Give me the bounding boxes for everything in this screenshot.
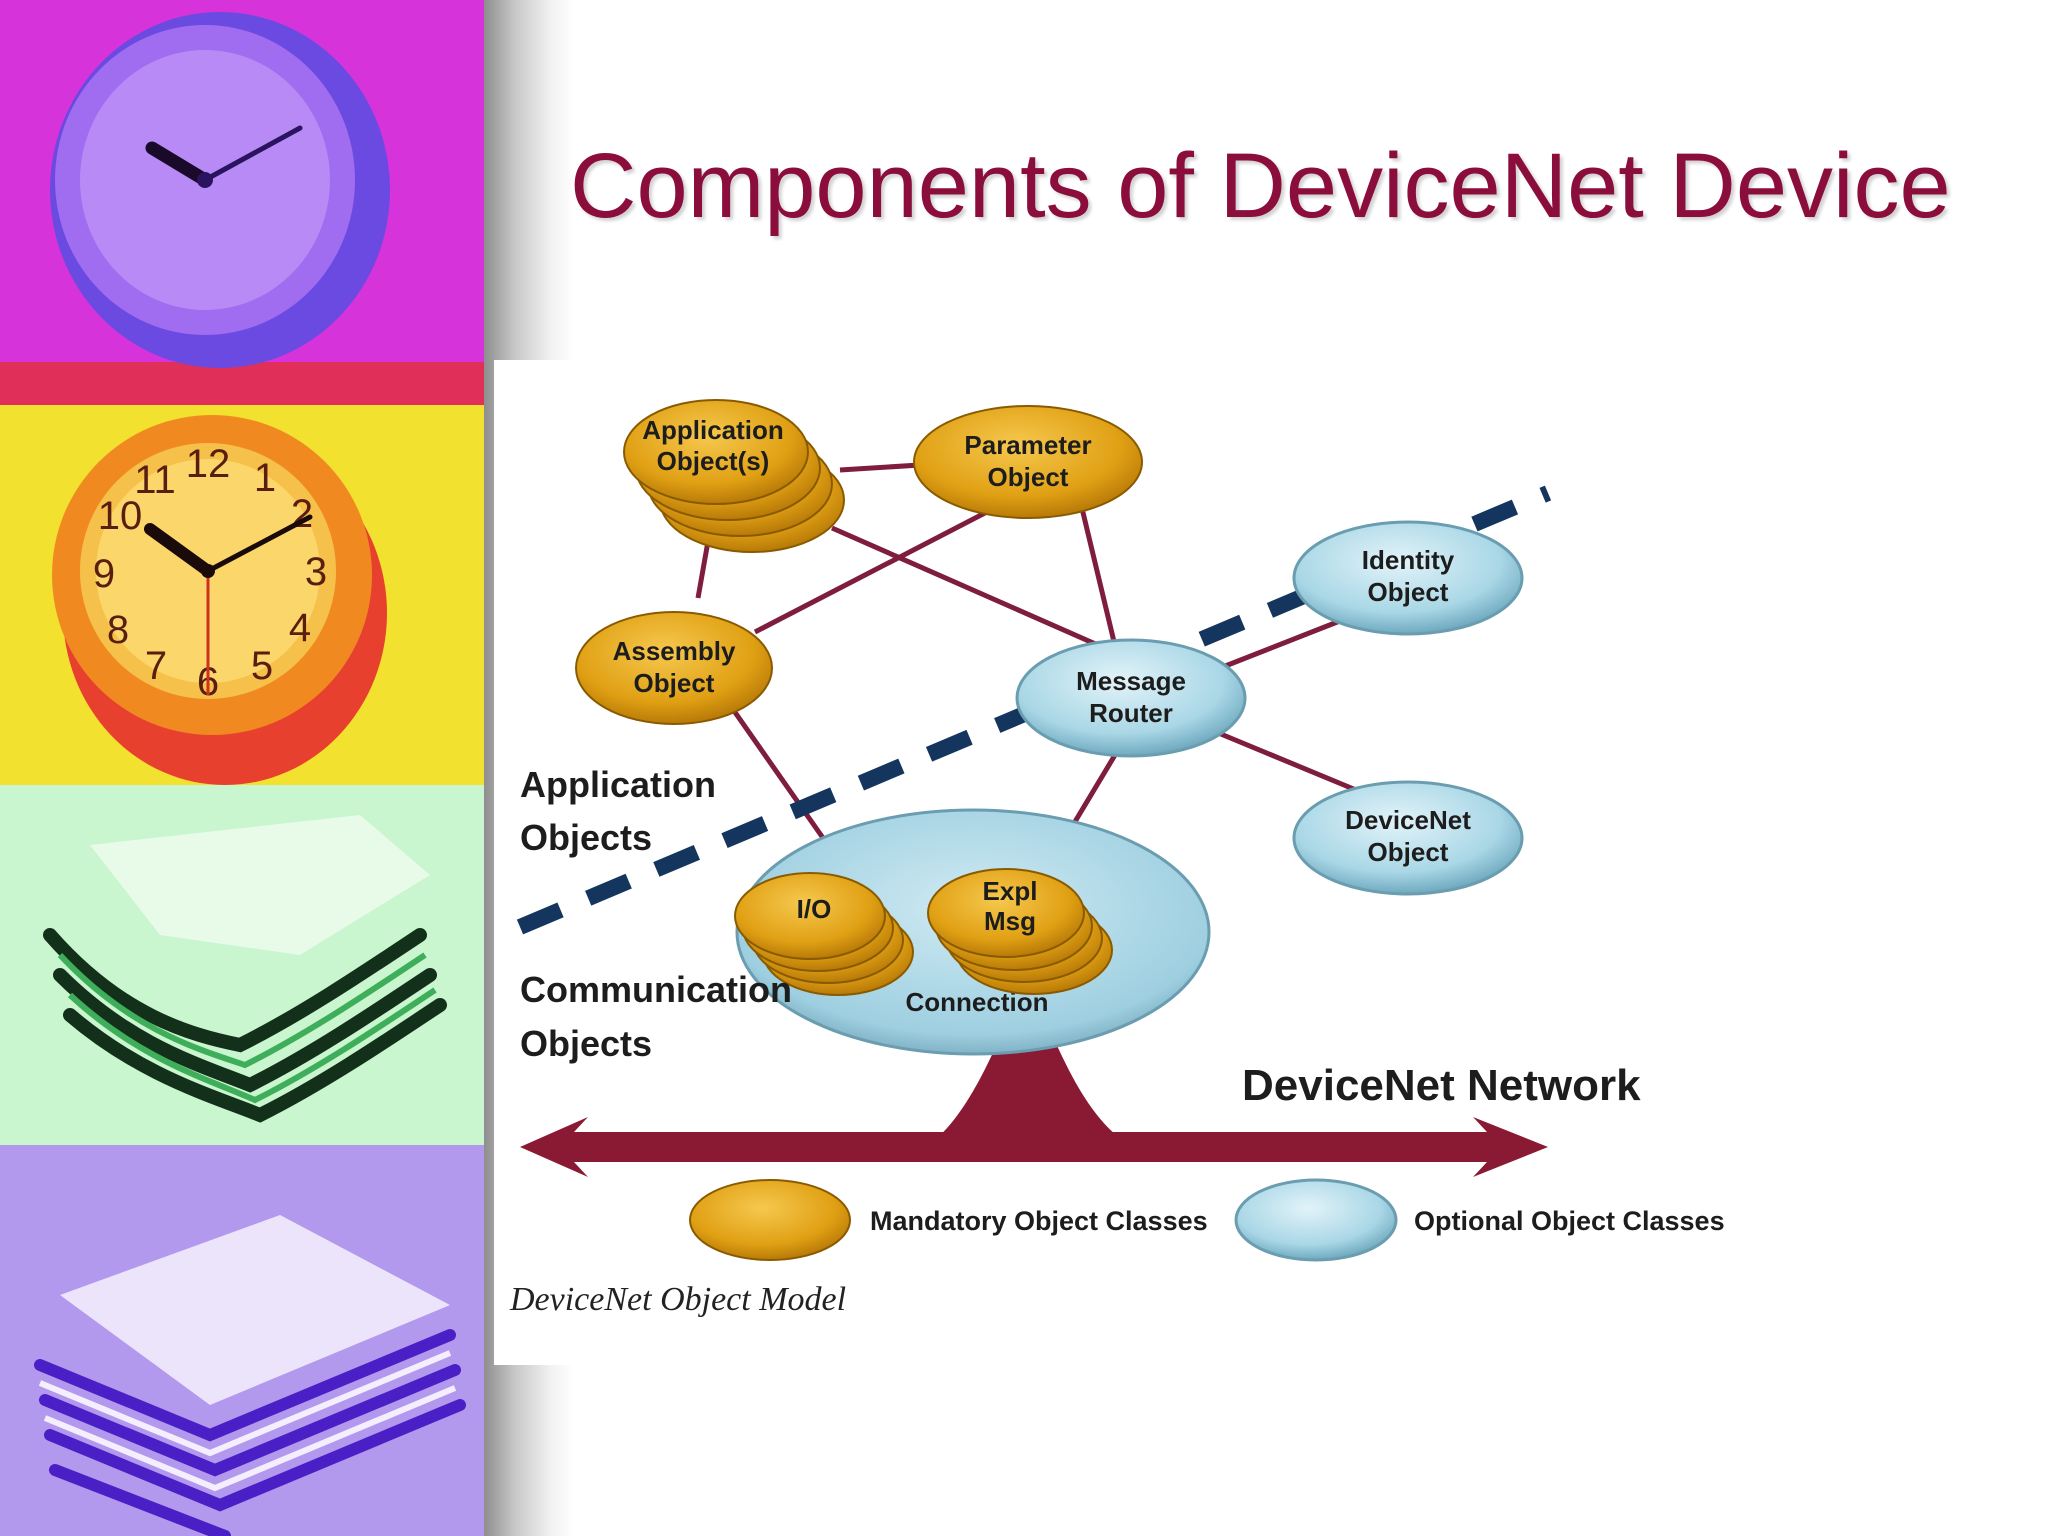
legend-mandatory-swatch bbox=[689, 1179, 851, 1261]
msg-label: Msg bbox=[984, 906, 1036, 936]
legend: Mandatory Object Classes Optional Object… bbox=[689, 1178, 1725, 1262]
legend-optional-swatch bbox=[1234, 1178, 1398, 1262]
devicenet-object-model-diagram: Connection I/O Expl Msg bbox=[494, 360, 1956, 1365]
papers-photo-green bbox=[0, 785, 484, 1145]
legend-optional-label: Optional Object Classes bbox=[1414, 1206, 1725, 1236]
svg-text:5: 5 bbox=[251, 644, 273, 688]
identity-object-label-1: Identity bbox=[1362, 545, 1455, 575]
parameter-object-node: Parameter Object bbox=[913, 405, 1143, 519]
explicit-msg-connection-object: Expl Msg bbox=[927, 868, 1113, 995]
link-assembly-io bbox=[715, 686, 833, 850]
diagram-content: Connection I/O Expl Msg bbox=[509, 399, 1725, 1318]
assembly-object-label-2: Object bbox=[634, 668, 715, 698]
clock-icon bbox=[0, 0, 484, 405]
message-router-node: Message Router bbox=[1015, 638, 1247, 758]
clock-photo-magenta bbox=[0, 0, 484, 405]
svg-text:7: 7 bbox=[145, 644, 167, 688]
identity-object-node: Identity Object bbox=[1292, 520, 1524, 636]
diagram-canvas: Connection I/O Expl Msg bbox=[509, 399, 1725, 1318]
devicenet-object-label-1: DeviceNet bbox=[1345, 805, 1471, 835]
svg-text:3: 3 bbox=[305, 550, 327, 594]
svg-text:4: 4 bbox=[289, 606, 311, 650]
application-object-node: Application Object(s) bbox=[623, 399, 845, 553]
svg-text:1: 1 bbox=[254, 456, 276, 500]
diagram-caption: DeviceNet Object Model bbox=[509, 1281, 846, 1318]
legend-mandatory-label: Mandatory Object Classes bbox=[870, 1206, 1208, 1236]
expl-label: Expl bbox=[983, 876, 1038, 906]
book-stack-icon bbox=[0, 1145, 484, 1536]
link-router-identity bbox=[1209, 614, 1351, 675]
link-router-devicenet bbox=[1215, 729, 1357, 793]
identity-object-label-2: Object bbox=[1368, 577, 1449, 607]
svg-text:8: 8 bbox=[107, 608, 129, 652]
devicenet-network-arrow bbox=[520, 1117, 1548, 1177]
io-connection-object: I/O bbox=[734, 872, 914, 996]
application-objects-label-2: Objects bbox=[520, 817, 652, 858]
message-router-label-1: Message bbox=[1076, 666, 1186, 696]
message-router-label-2: Router bbox=[1089, 698, 1173, 728]
parameter-object-label-2: Object bbox=[988, 462, 1069, 492]
assembly-object-label-1: Assembly bbox=[613, 636, 736, 666]
svg-text:11: 11 bbox=[134, 458, 176, 502]
svg-text:10: 10 bbox=[98, 494, 143, 538]
application-object-label-2: Object(s) bbox=[657, 446, 770, 476]
io-label: I/O bbox=[797, 894, 832, 924]
parameter-object-label-1: Parameter bbox=[964, 430, 1091, 460]
connection-stem bbox=[920, 1026, 1140, 1150]
papers-photo-purple bbox=[0, 1145, 484, 1536]
application-object-label-1: Application bbox=[642, 415, 784, 445]
svg-text:9: 9 bbox=[93, 552, 115, 596]
communication-objects-label-2: Objects bbox=[520, 1023, 652, 1064]
svg-text:2: 2 bbox=[291, 492, 313, 536]
assembly-object-node: Assembly Object bbox=[575, 611, 773, 725]
devicenet-object-node: DeviceNet Object bbox=[1292, 780, 1524, 896]
devicenet-object-label-2: Object bbox=[1368, 837, 1449, 867]
application-objects-label-1: Application bbox=[520, 764, 716, 805]
slide-title: Components of DeviceNet Device bbox=[570, 135, 1951, 237]
link-parameter-router bbox=[1077, 499, 1119, 651]
paper-stack-icon bbox=[0, 785, 484, 1145]
svg-text:12: 12 bbox=[186, 442, 231, 486]
link-parameter-assembly bbox=[753, 497, 1012, 635]
devicenet-network-label: DeviceNet Network bbox=[1242, 1061, 1641, 1110]
communication-objects-label-1: Communication bbox=[520, 969, 792, 1010]
